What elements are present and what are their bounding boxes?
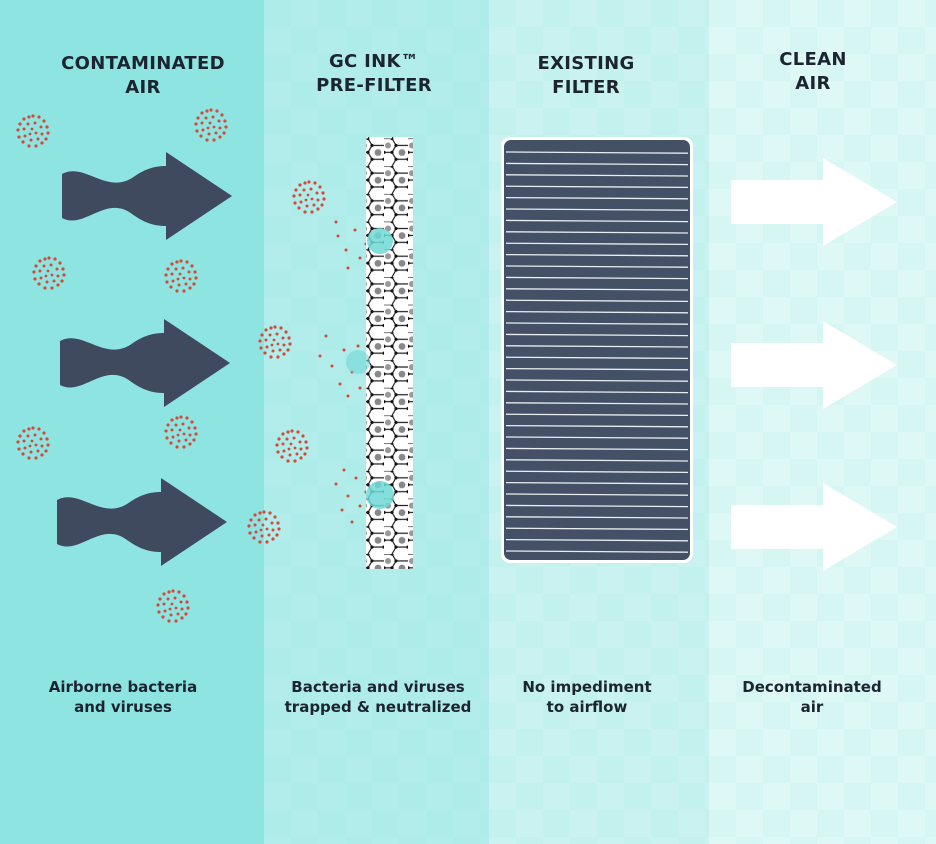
- virus-particle-icon: [164, 415, 197, 448]
- virus-particle-icon: [32, 256, 65, 289]
- caption-line: trapped & neutralized: [272, 697, 484, 717]
- clean-arrow-icon: [731, 483, 897, 571]
- virus-particle-icon: [292, 180, 325, 213]
- virus-particle-icon: [275, 429, 308, 462]
- clean-air-caption: Decontaminated air: [722, 677, 902, 717]
- wavy-arrow-icon: [62, 152, 232, 240]
- caption-line: Bacteria and viruses: [272, 677, 484, 697]
- virus-particle-icon: [156, 589, 189, 622]
- virus-particle-icon: [194, 108, 227, 141]
- virus-particle-icon: [247, 510, 280, 543]
- wavy-arrow-icon: [60, 319, 230, 407]
- caption-line: No impediment: [498, 677, 676, 697]
- clean-arrow-icon: [731, 158, 897, 246]
- existing-filter-caption: No impediment to airflow: [498, 677, 676, 717]
- caption-line: and viruses: [22, 697, 224, 717]
- wavy-arrow-icon: [57, 478, 227, 566]
- honeycomb-prefilter-icon: [346, 137, 413, 569]
- contaminated-air-caption: Airborne bacteria and viruses: [22, 677, 224, 717]
- pleated-filter-icon: [501, 137, 693, 563]
- prefilter-caption: Bacteria and viruses trapped & neutraliz…: [272, 677, 484, 717]
- virus-particle-icon: [16, 114, 49, 147]
- virus-particle-icon: [16, 426, 49, 459]
- virus-particle-icon: [258, 325, 291, 358]
- caption-line: Decontaminated: [722, 677, 902, 697]
- clean-arrow-icon: [731, 321, 897, 409]
- virus-particle-icon: [164, 259, 197, 292]
- caption-line: air: [722, 697, 902, 717]
- caption-line: to airflow: [498, 697, 676, 717]
- caption-line: Airborne bacteria: [22, 677, 224, 697]
